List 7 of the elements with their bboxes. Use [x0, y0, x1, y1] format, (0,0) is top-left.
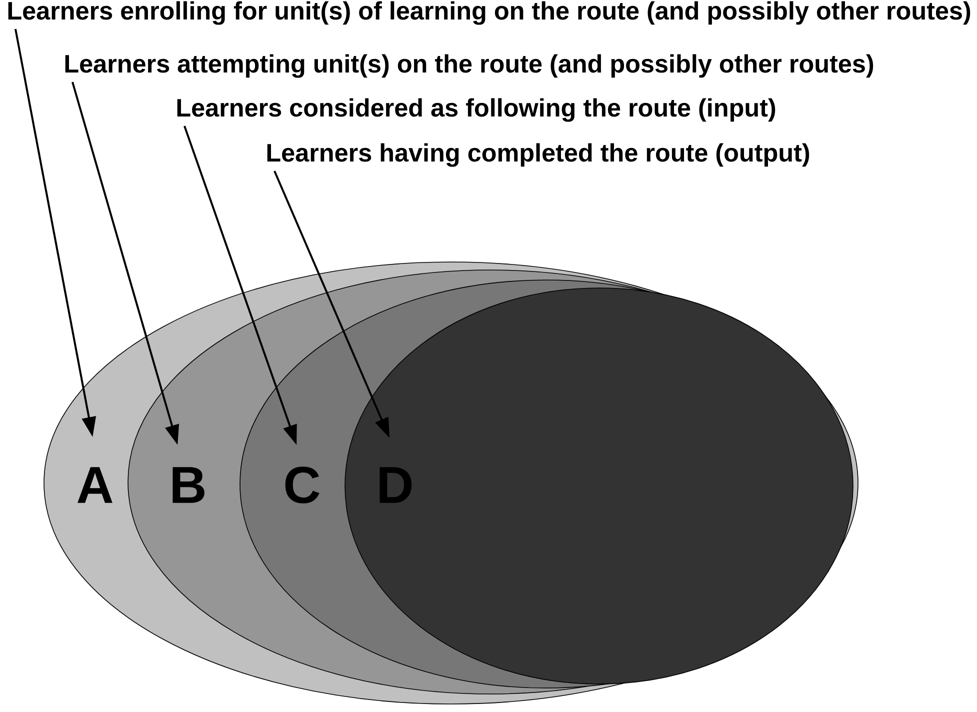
- description-text: Learners considered as following the route (input): [177, 98, 776, 122]
- region-letter: C: [285, 466, 320, 504]
- description-text: Learners enrolling for unit(s) of learning on the route (and possibly other routes): [8, 1, 970, 25]
- description-text: Learners attempting unit(s) on the route (and possibly other routes): [65, 54, 874, 78]
- description-text: Learners having completed the route (output): [267, 143, 810, 167]
- region-letter: B: [172, 467, 204, 503]
- region-letter: A: [78, 467, 112, 503]
